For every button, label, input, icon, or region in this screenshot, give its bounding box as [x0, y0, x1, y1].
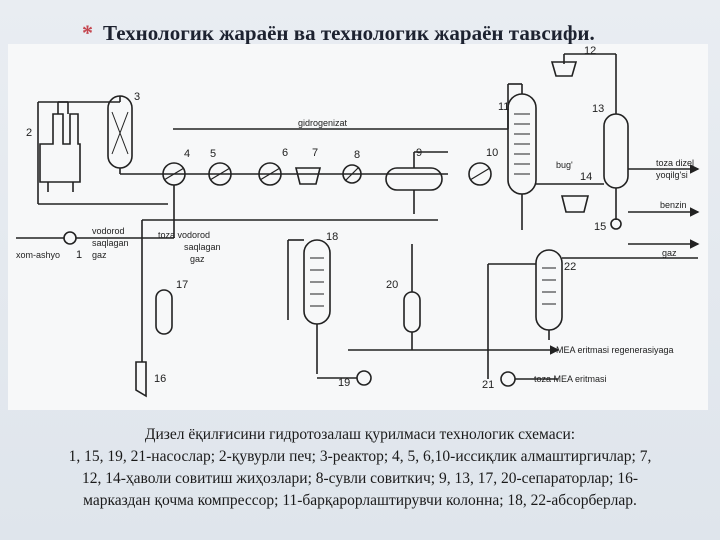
- label-13: 13: [592, 103, 604, 115]
- label-15: 15: [594, 221, 606, 233]
- label-hydrogenizat: gidrogenizat: [298, 118, 348, 128]
- label-19: 19: [338, 377, 350, 389]
- separator-17: [155, 289, 173, 335]
- label-18: 18: [326, 231, 338, 243]
- pump-15: [610, 218, 622, 230]
- label-12: 12: [584, 45, 596, 57]
- title-bullet: *: [82, 20, 93, 45]
- label-14: 14: [580, 171, 592, 183]
- label-4: 4: [184, 148, 190, 160]
- label-clean-hydrogen-3: gaz: [190, 254, 205, 264]
- label-6: 6: [282, 147, 288, 159]
- label-2: 2: [26, 127, 32, 139]
- absorber-22: [535, 249, 563, 331]
- label-1: 1: [76, 249, 82, 261]
- water-cooler: [342, 164, 362, 184]
- label-17: 17: [176, 279, 188, 291]
- label-feed: xom-ashyo: [16, 250, 60, 260]
- label-8: 8: [354, 149, 360, 161]
- label-gas: gaz: [662, 248, 677, 258]
- tube-furnace: [39, 113, 81, 183]
- label-clean-mea: toza MEA eritmasi: [534, 374, 607, 384]
- pump-21: [500, 371, 516, 387]
- separator-13: [603, 113, 629, 189]
- label-hydrogen-gas-2: saqlagan: [92, 238, 129, 248]
- diagram-svg: 2 3 1 4 5 6 7 8 9 10 11 12 13 14 15 16 1…: [16, 45, 700, 398]
- label-16: 16: [154, 373, 166, 385]
- label-mea-regeneration: MEA eritmasi regenerasiyaga: [556, 345, 674, 355]
- label-diesel-1: toza dizel: [656, 158, 694, 168]
- label-10: 10: [486, 147, 498, 159]
- label-20: 20: [386, 279, 398, 291]
- label-5: 5: [210, 148, 216, 160]
- label-clean-hydrogen-2: saqlagan: [184, 242, 221, 252]
- caption-line-3: 12, 14-ҳаволи совитиш жиҳозлари; 8-сувли…: [81, 470, 639, 487]
- label-9: 9: [416, 147, 422, 159]
- label-steam: bug': [556, 160, 573, 170]
- label-11: 11: [498, 101, 509, 113]
- process-flow-diagram: 2 3 1 4 5 6 7 8 9 10 11 12 13 14 15 16 1…: [8, 44, 708, 410]
- heat-exchanger-5: [208, 162, 232, 186]
- title-text: Технологик жараён ва технологик жараён т…: [103, 21, 595, 45]
- air-cooler-14: [560, 195, 590, 213]
- pump-19: [356, 370, 372, 386]
- compressor: [135, 361, 147, 398]
- pump-1: [63, 231, 77, 245]
- label-clean-hydrogen-1: toza vodorod: [158, 230, 210, 240]
- label-hydrogen-gas-3: gaz: [92, 250, 107, 260]
- label-hydrogen-gas-1: vodorod: [92, 226, 125, 236]
- diagram-caption: Дизел ёқилғисини гидротозалаш қурилмаси …: [8, 424, 712, 512]
- caption-line-1: Дизел ёқилғисини гидротозалаш қурилмаси …: [144, 426, 576, 443]
- heat-exchanger-10: [468, 162, 492, 186]
- air-cooler-12: [550, 61, 578, 77]
- label-7: 7: [312, 147, 318, 159]
- caption-line-4: марказдан қочма компрессор; 11-барқарорл…: [83, 492, 637, 509]
- air-cooler-7: [294, 167, 322, 185]
- separator-9: [385, 167, 443, 191]
- label-diesel-2: yoqilg'si: [656, 170, 688, 180]
- label-22: 22: [564, 261, 576, 273]
- heat-exchanger-6: [258, 162, 282, 186]
- label-3: 3: [134, 91, 140, 103]
- label-21: 21: [482, 379, 494, 391]
- caption-line-2: 1, 15, 19, 21-насослар; 2-қувурли печ; 3…: [68, 448, 652, 465]
- separator-20: [403, 291, 421, 333]
- label-gasoline: benzin: [660, 200, 687, 210]
- slide-title: * Технологик жараён ва технологик жараён …: [82, 20, 712, 50]
